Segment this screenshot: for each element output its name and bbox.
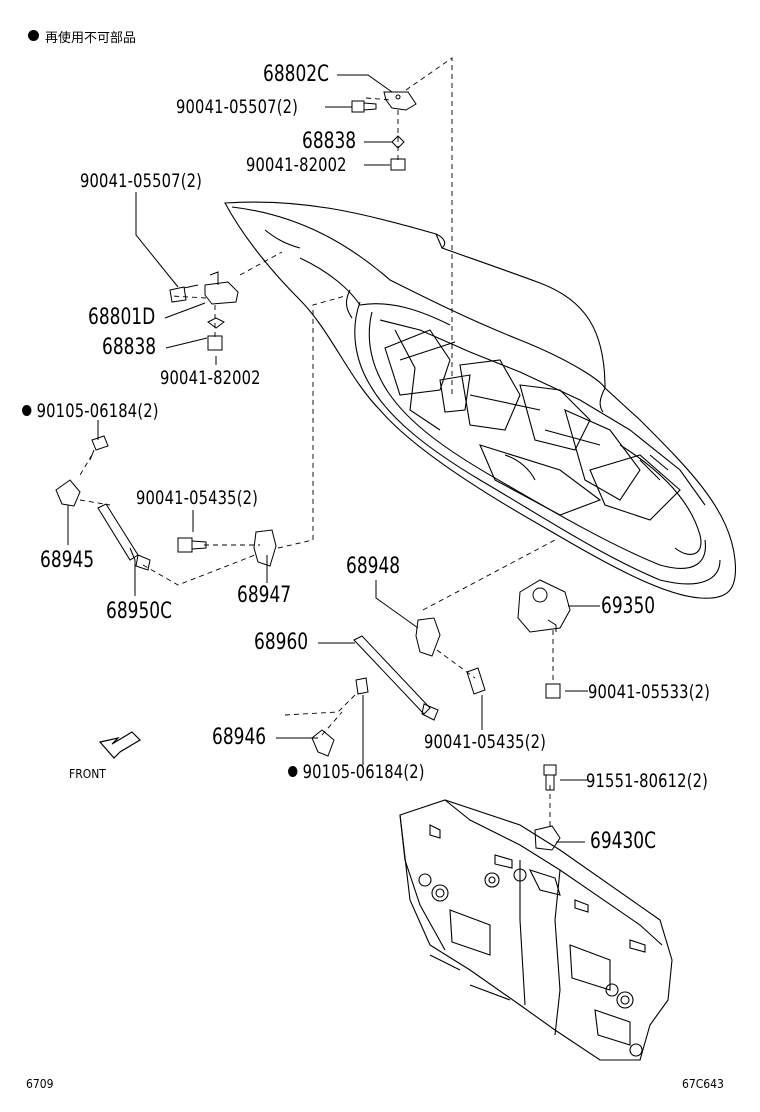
part-label-90105-06184-left[interactable]: 90105-06184(2) bbox=[22, 402, 159, 421]
legend-non-reusable: 再使用不可部品 bbox=[28, 30, 136, 45]
part-label-90041-05435-right[interactable]: 90041-05435(2) bbox=[424, 731, 547, 753]
part-label-68801D[interactable]: 68801D bbox=[88, 305, 156, 330]
part-label-68960[interactable]: 68960 bbox=[254, 630, 309, 655]
front-arrow-icon bbox=[98, 731, 141, 759]
part-label-68945[interactable]: 68945 bbox=[40, 548, 95, 573]
front-label: FRONT bbox=[69, 767, 106, 781]
part-label-68838-left[interactable]: 68838 bbox=[102, 335, 157, 360]
part-label-90041-05507-left[interactable]: 90041-05507(2) bbox=[80, 170, 203, 192]
part-label-90041-05507-top[interactable]: 90041-05507(2) bbox=[176, 96, 299, 118]
footer-left-code: 6709 bbox=[26, 1077, 54, 1091]
part-label-69350[interactable]: 69350 bbox=[601, 594, 656, 619]
part-label-90041-82002-left[interactable]: 90041-82002 bbox=[160, 367, 261, 389]
part-label-68950C[interactable]: 68950C bbox=[106, 599, 173, 624]
part-label-68802C[interactable]: 68802C bbox=[263, 62, 330, 87]
legend-text: 再使用不可部品 bbox=[45, 31, 137, 46]
part-label-90105-06184-bottom[interactable]: 90105-06184(2) bbox=[288, 763, 425, 782]
leader-lines bbox=[67, 74, 600, 843]
part-label-68947[interactable]: 68947 bbox=[237, 583, 292, 608]
dashed-guide-lines bbox=[79, 57, 556, 830]
part-label-90041-82002-top[interactable]: 90041-82002 bbox=[246, 154, 347, 176]
part-label-90041-05533[interactable]: 90041-05533(2) bbox=[588, 681, 711, 703]
part-label-90041-05435-left[interactable]: 90041-05435(2) bbox=[136, 487, 259, 509]
bullet-icon bbox=[28, 30, 39, 41]
part-label-68946[interactable]: 68946 bbox=[212, 725, 267, 750]
part-label-91551-80612[interactable]: 91551-80612(2) bbox=[586, 770, 709, 792]
part-label-68838-top[interactable]: 68838 bbox=[302, 129, 357, 154]
bullet-icon bbox=[22, 405, 32, 416]
part-label-68948[interactable]: 68948 bbox=[346, 554, 401, 579]
lower-body-panel bbox=[399, 799, 673, 1061]
part-label-69430C[interactable]: 69430C bbox=[590, 829, 657, 854]
parts bbox=[55, 91, 571, 851]
footer-right-code: 67C643 bbox=[682, 1077, 724, 1091]
bullet-icon bbox=[288, 766, 298, 777]
back-door-panel bbox=[224, 201, 737, 599]
